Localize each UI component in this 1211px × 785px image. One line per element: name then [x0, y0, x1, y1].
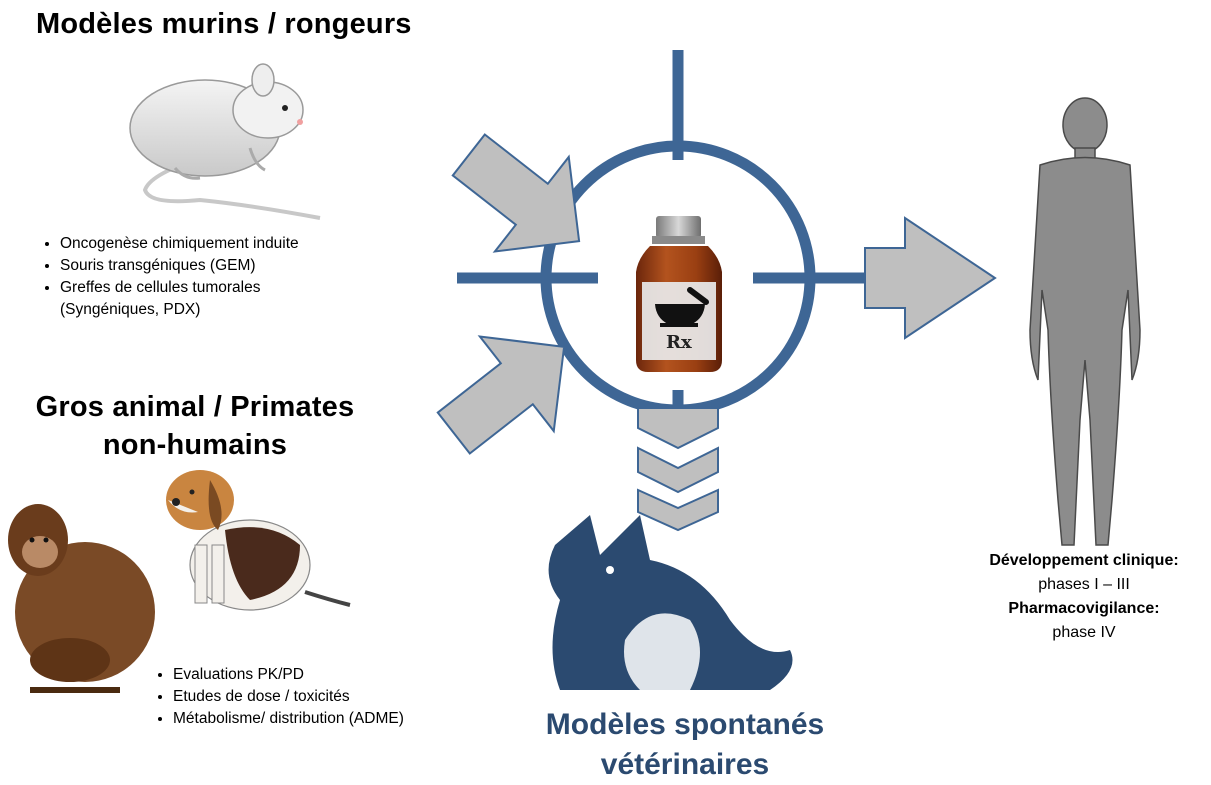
clinical-dev-phases: phases I – III — [1038, 576, 1130, 593]
rx-label: Rx — [666, 332, 692, 353]
pharmacovigilance-phase: phase IV — [1052, 624, 1116, 641]
clinical-dev-label: Développement clinique: — [989, 552, 1179, 569]
large-animal-title: Gros animal / Primates non-humains — [20, 388, 370, 464]
veterinary-animals-silhouette — [548, 515, 793, 690]
arrow-from-rodents — [451, 133, 581, 253]
list-item: Greffes de cellules tumorales(Syngénique… — [60, 277, 440, 321]
mouse-illustration — [129, 63, 321, 220]
list-item: Métabolisme/ distribution (ADME) — [173, 708, 533, 730]
chimpanzee-illustration — [8, 504, 155, 693]
clinical-development-text: Développement clinique: phases I – III P… — [955, 549, 1211, 645]
arrow-from-large-animals — [436, 335, 566, 455]
large-animal-title-line2: non-humains — [102, 429, 288, 461]
large-animal-list: Evaluations PK/PD Etudes de dose / toxic… — [155, 664, 533, 730]
arrow-to-human — [864, 216, 997, 340]
pharmacovigilance-label: Pharmacovigilance: — [1008, 600, 1160, 617]
human-silhouette — [1029, 97, 1141, 546]
rodent-models-list: Oncogenèse chimiquement induite Souris t… — [42, 233, 440, 321]
list-item: Evaluations PK/PD — [173, 664, 533, 686]
list-item: Souris transgéniques (GEM) — [60, 255, 440, 277]
rodent-models-title: Modèles murins / rongeurs — [36, 8, 412, 40]
medicine-bottle-icon: Rx — [636, 216, 722, 372]
list-item: Oncogenèse chimiquement induite — [60, 233, 440, 255]
large-animal-title-line1: Gros animal / Primates — [35, 391, 355, 423]
chevrons-down — [637, 407, 719, 532]
list-item: Etudes de dose / toxicités — [173, 686, 533, 708]
beagle-dog-illustration — [166, 470, 351, 611]
